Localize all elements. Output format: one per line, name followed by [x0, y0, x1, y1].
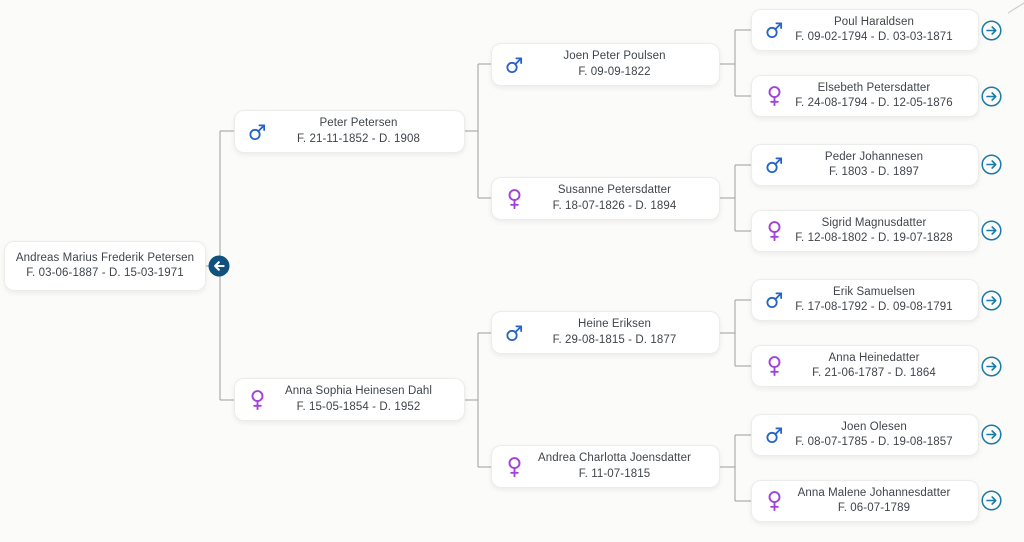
right-arrow-icon [986, 160, 997, 169]
male-gender-icon [764, 290, 784, 311]
person-dates: F. 11-07-1815 [578, 467, 651, 480]
female-gender-icon [764, 86, 784, 107]
person-dates: F. 1803 - D. 1897 [829, 166, 919, 178]
person-name: Erik Samuelsen [833, 285, 915, 298]
female-gender-icon [247, 389, 267, 410]
female-gender-icon [764, 491, 784, 512]
person-dates: F. 17-08-1792 - D. 09-08-1791 [795, 301, 953, 313]
person-name: Andreas Marius Frederik Petersen [15, 251, 195, 264]
collapse-ancestors-button[interactable] [208, 255, 230, 277]
expand-ancestors-button[interactable] [981, 20, 1002, 41]
person-name: Poul Haraldsen [833, 15, 915, 28]
person-dates: F. 08-07-1785 - D. 19-08-1857 [795, 436, 953, 448]
male-gender-icon [764, 20, 784, 41]
right-arrow-icon [986, 430, 997, 439]
right-arrow-icon [986, 92, 997, 101]
person-name: Heine Eriksen [578, 318, 651, 330]
person-name: Anna Heinedatter [828, 351, 920, 364]
female-gender-icon [504, 456, 524, 477]
person-card[interactable]: Anna Sophia Heinesen Dahl F. 15-05-1854 … [234, 378, 465, 421]
expand-ancestors-button[interactable] [981, 290, 1002, 311]
person-card[interactable]: Elsebeth Petersdatter F. 24-08-1794 - D.… [751, 75, 979, 117]
person-name: Joen Olesen [841, 420, 907, 433]
expand-ancestors-button[interactable] [981, 154, 1002, 175]
right-arrow-icon [986, 362, 997, 371]
person-card[interactable]: Poul Haraldsen F. 09-02-1794 - D. 03-03-… [751, 9, 979, 51]
person-dates: F. 24-08-1794 - D. 12-05-1876 [795, 97, 953, 109]
person-card[interactable]: Anna Malene Johannesdatter F. 06-07-1789 [751, 480, 979, 522]
person-name: Peder Johannesen [824, 150, 924, 163]
expand-ancestors-button[interactable] [981, 490, 1002, 511]
male-gender-icon [504, 322, 524, 343]
person-dates: F. 29-08-1815 - D. 1877 [552, 333, 677, 346]
person-dates: F. 03-06-1887 - D. 15-03-1971 [26, 267, 184, 279]
person-dates: F. 18-07-1826 - D. 1894 [552, 199, 677, 212]
person-name: Anna Malene Johannesdatter [797, 486, 951, 499]
person-dates: F. 21-06-1787 - D. 1864 [812, 367, 936, 379]
left-arrow-icon [214, 261, 225, 271]
person-dates: F. 06-07-1789 [837, 502, 911, 514]
expand-ancestors-button[interactable] [981, 86, 1002, 107]
person-name: Andrea Charlotta Joensdatter [537, 452, 692, 464]
male-gender-icon [764, 155, 784, 176]
male-gender-icon [247, 121, 267, 142]
expand-ancestors-button[interactable] [981, 356, 1002, 377]
person-card[interactable]: Anna Heinedatter F. 21-06-1787 - D. 1864 [751, 345, 979, 387]
person-card[interactable]: Andreas Marius Frederik Petersen F. 03-0… [4, 241, 206, 291]
person-card[interactable]: Susanne Petersdatter F. 18-07-1826 - D. … [491, 177, 720, 220]
person-card[interactable]: Sigrid Magnusdatter F. 12-08-1802 - D. 1… [751, 210, 979, 252]
person-card[interactable]: Joen Olesen F. 08-07-1785 - D. 19-08-185… [751, 414, 979, 456]
person-name: Susanne Petersdatter [557, 184, 672, 196]
person-name: Elsebeth Petersdatter [817, 81, 931, 94]
person-name: Joen Peter Poulsen [563, 50, 666, 62]
person-name: Sigrid Magnusdatter [821, 216, 927, 229]
female-gender-icon [504, 188, 524, 209]
right-arrow-icon [986, 26, 997, 35]
person-name: Peter Petersen [319, 117, 398, 129]
female-gender-icon [764, 221, 784, 242]
person-card[interactable]: Heine Eriksen F. 29-08-1815 - D. 1877 [491, 311, 720, 354]
right-arrow-icon [986, 496, 997, 505]
male-gender-icon [764, 425, 784, 446]
person-name: Anna Sophia Heinesen Dahl [285, 385, 432, 397]
person-dates: F. 09-09-1822 [578, 65, 651, 78]
male-gender-icon [504, 54, 524, 75]
person-card[interactable]: Joen Peter Poulsen F. 09-09-1822 [491, 43, 720, 86]
right-arrow-icon [986, 296, 997, 305]
person-dates: F. 12-08-1802 - D. 19-07-1828 [795, 232, 953, 244]
person-dates: F. 21-11-1852 - D. 1908 [297, 132, 420, 145]
offscreen-connector-line [1007, 2, 1024, 14]
expand-ancestors-button[interactable] [981, 220, 1002, 241]
person-card[interactable]: Peder Johannesen F. 1803 - D. 1897 [751, 144, 979, 186]
right-arrow-icon [986, 226, 997, 235]
female-gender-icon [764, 356, 784, 377]
person-card[interactable]: Andrea Charlotta Joensdatter F. 11-07-18… [491, 445, 720, 488]
person-dates: F. 15-05-1854 - D. 1952 [296, 400, 421, 413]
person-dates: F. 09-02-1794 - D. 03-03-1871 [795, 31, 953, 43]
person-card[interactable]: Erik Samuelsen F. 17-08-1792 - D. 09-08-… [751, 279, 979, 321]
expand-ancestors-button[interactable] [981, 424, 1002, 445]
person-card[interactable]: Peter Petersen F. 21-11-1852 - D. 1908 [234, 110, 465, 153]
